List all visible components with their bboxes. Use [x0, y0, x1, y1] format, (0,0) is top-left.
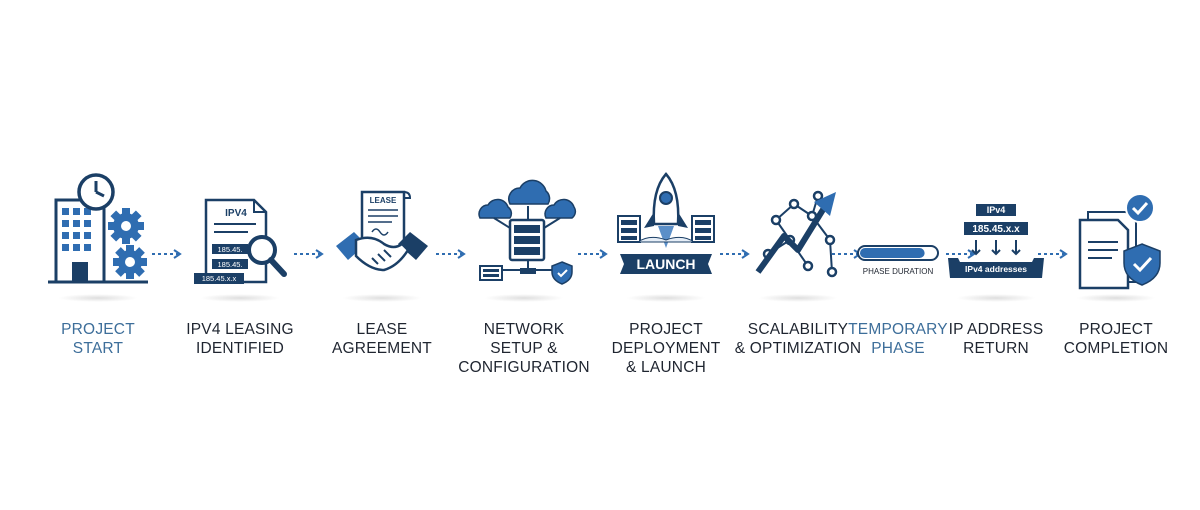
step-label: PROJECT COMPLETION — [1063, 321, 1169, 357]
building-clock-gears-icon — [48, 173, 148, 284]
growth-chart-icon — [755, 190, 838, 278]
step-label: PROJECT DEPLOYMENT & LAUNCH — [611, 321, 721, 376]
arrow-connector — [150, 247, 184, 259]
ip-tag-mid: 185.45.x.x — [972, 224, 1020, 235]
doc-title: LEASE — [370, 196, 397, 205]
arrow-connector — [718, 247, 752, 259]
cloud-server-network-icon — [478, 179, 577, 285]
rocket-launch-icon: LAUNCH — [617, 172, 715, 274]
ip-tag-top: IPv4 — [987, 205, 1006, 215]
progress-bar-icon: PHASE DURATION — [857, 245, 939, 276]
ip-tray-label: IPv4 addresses — [965, 264, 1027, 274]
document-magnifier-icon: IPV4 185.45. 185.45. 185.45.x.x — [194, 198, 287, 284]
phase-fill — [860, 248, 925, 258]
step-label: PROJECT START — [61, 321, 135, 357]
arrow-connector — [576, 247, 610, 259]
step-label: TEMPORARY PHASE — [848, 321, 948, 357]
ip-chip: 185.45.x.x — [202, 274, 237, 283]
arrow-connector — [292, 247, 326, 259]
arrow-connector — [944, 247, 978, 259]
documents-shield-check-icon — [1078, 193, 1161, 290]
phase-caption: PHASE DURATION — [863, 267, 934, 276]
arrow-connector — [1036, 247, 1070, 259]
step-label: NETWORK SETUP & CONFIGURATION — [458, 321, 590, 376]
ip-chip: 185.45. — [217, 245, 242, 254]
step-label: LEASE AGREEMENT — [332, 321, 432, 357]
step-label: IP ADDRESS RETURN — [948, 321, 1044, 357]
ip-return-icon: IPv4 185.45.x.x IPv4 addresses — [948, 204, 1044, 278]
launch-banner: LAUNCH — [636, 256, 695, 272]
ip-chip: 185.45. — [217, 260, 242, 269]
arrow-connector — [434, 247, 468, 259]
handshake-document-icon: LEASE — [336, 190, 428, 272]
doc-title: IPV4 — [225, 208, 247, 219]
step-label: IPV4 LEASING IDENTIFIED — [186, 321, 294, 357]
step-label: SCALABILITY & OPTIMIZATION — [734, 321, 862, 357]
